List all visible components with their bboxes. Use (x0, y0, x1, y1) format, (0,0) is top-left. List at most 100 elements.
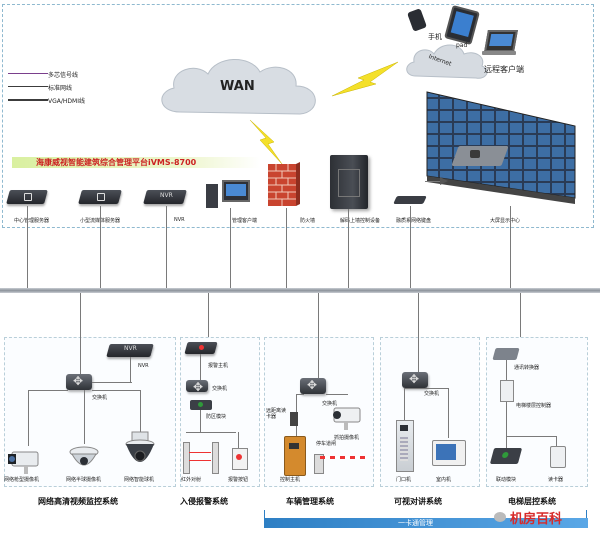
linkage-module (489, 448, 523, 464)
client-label: 管理客户端 (232, 218, 258, 224)
link-line (506, 360, 507, 460)
link-line (92, 382, 132, 383)
laptop-icon (484, 30, 518, 52)
indoor-monitor-label: 室内机 (436, 477, 452, 483)
link-line (28, 390, 29, 446)
link-line (326, 394, 348, 395)
card-management-bar (264, 518, 588, 528)
watermark-text: 机房百科 (510, 512, 563, 527)
bullet-camera-icon (8, 451, 39, 474)
wan-cloud (161, 59, 316, 115)
alarm-indicator-icon (199, 345, 204, 350)
card-bar-tick (586, 510, 587, 518)
link-line (200, 354, 201, 384)
dome-camera-label: 网络半球摄像机 (66, 477, 102, 483)
capture-camera-icon (333, 407, 361, 430)
video-nvr-device-text: NVR (124, 345, 137, 352)
platform-banner (12, 157, 260, 168)
dome-camera-icon (69, 446, 99, 466)
converter-label: 通讯转换器 (514, 365, 540, 371)
link-line (92, 390, 140, 391)
drop-line (286, 208, 287, 290)
legend-label-network: 标准网线 (48, 85, 73, 92)
alarm-switch (186, 380, 208, 394)
decoder-cabinet (330, 155, 368, 209)
client-monitor (222, 180, 250, 202)
phone-label: 手机 (428, 33, 442, 41)
firewall-label: 防火墙 (300, 218, 316, 224)
central-server-label: 中心管理服务器 (14, 218, 50, 224)
keyboard-label: 融质系网络键盘 (396, 218, 432, 224)
intercom-switch-label: 交换机 (424, 391, 440, 397)
parking-switch-label: 交换机 (322, 401, 338, 407)
console-desk (451, 146, 509, 166)
drop-line (318, 293, 319, 337)
ir-beam-line (189, 460, 211, 461)
video-wall-label: 大屏显示中心 (490, 218, 521, 224)
bullet-camera-label: 网络枪型摄像机 (4, 477, 40, 483)
video-wall (426, 91, 576, 204)
link-line (140, 390, 141, 434)
drop-line (100, 206, 101, 290)
link-line (556, 436, 557, 446)
link-line (404, 388, 405, 420)
network-keyboard (393, 196, 427, 204)
firewall-icon (268, 162, 300, 206)
legend-label-vga: VGA/HDMI线 (48, 98, 85, 105)
platform-title: 海康威视智能建筑综合管理平台iVMS-8700 (36, 158, 197, 167)
ir-beam-line (189, 452, 211, 453)
long-range-reader (290, 412, 298, 426)
link-line (200, 410, 201, 432)
alarm-button-device (232, 448, 248, 470)
converter-device (492, 348, 520, 360)
lightning-icon (331, 61, 399, 97)
long-range-reader-label: 远距离读卡器 (266, 408, 287, 420)
client-tower (206, 184, 218, 208)
parking-system-title: 车辆管理系统 (286, 497, 334, 506)
server-emblem-icon (97, 193, 105, 201)
zone-module-device (190, 400, 212, 410)
link-line (318, 337, 319, 378)
console-chair-icon (470, 150, 480, 158)
parking-controller (284, 436, 306, 476)
legend: 多芯信号线 标准网线 VGA/HDMI线 (8, 70, 98, 110)
speed-dome-label: 网络智能球机 (124, 477, 155, 483)
drop-line (418, 293, 419, 337)
link-line (186, 432, 236, 433)
drop-line (166, 206, 167, 290)
alarm-button-label: 报警按钮 (228, 477, 249, 483)
network-bus (0, 288, 600, 293)
nvr-device-text: NVR (160, 192, 173, 199)
link-line (418, 337, 419, 372)
card-bar-tick (264, 510, 265, 518)
link-line (506, 436, 556, 437)
link-line (80, 337, 81, 374)
drop-line (230, 208, 231, 290)
laptop-base (482, 51, 516, 55)
alarm-system-box (180, 337, 260, 487)
wan-label: WAN (220, 79, 255, 94)
wall-link-line (425, 181, 443, 182)
zone-module-label: 防区模块 (206, 414, 227, 420)
floor-controller-label: 电梯楼层控制器 (516, 403, 552, 409)
pad-label: pad (456, 42, 468, 49)
alarm-host-label: 报警主机 (208, 363, 229, 369)
decoder-label: 解码上墙控制设备 (340, 218, 381, 224)
drop-line (27, 206, 28, 290)
link-line (84, 390, 85, 444)
link-line (28, 390, 68, 391)
drop-line (520, 293, 521, 337)
drop-line (510, 206, 511, 290)
top-region (2, 4, 594, 228)
door-station-label: 门口机 (396, 477, 412, 483)
video-system-title: 网络高清视频监控系统 (38, 497, 118, 506)
barrier-gate-arm (320, 456, 366, 459)
video-switch (66, 374, 92, 390)
parking-switch (300, 378, 326, 394)
ir-beam-post (212, 442, 219, 474)
drop-line (348, 209, 349, 290)
parking-controller-label: 控制主机 (280, 477, 301, 483)
elevator-system-title: 电梯层控系统 (508, 497, 556, 506)
arrow-right-icon (440, 177, 448, 185)
drop-line (80, 293, 81, 337)
